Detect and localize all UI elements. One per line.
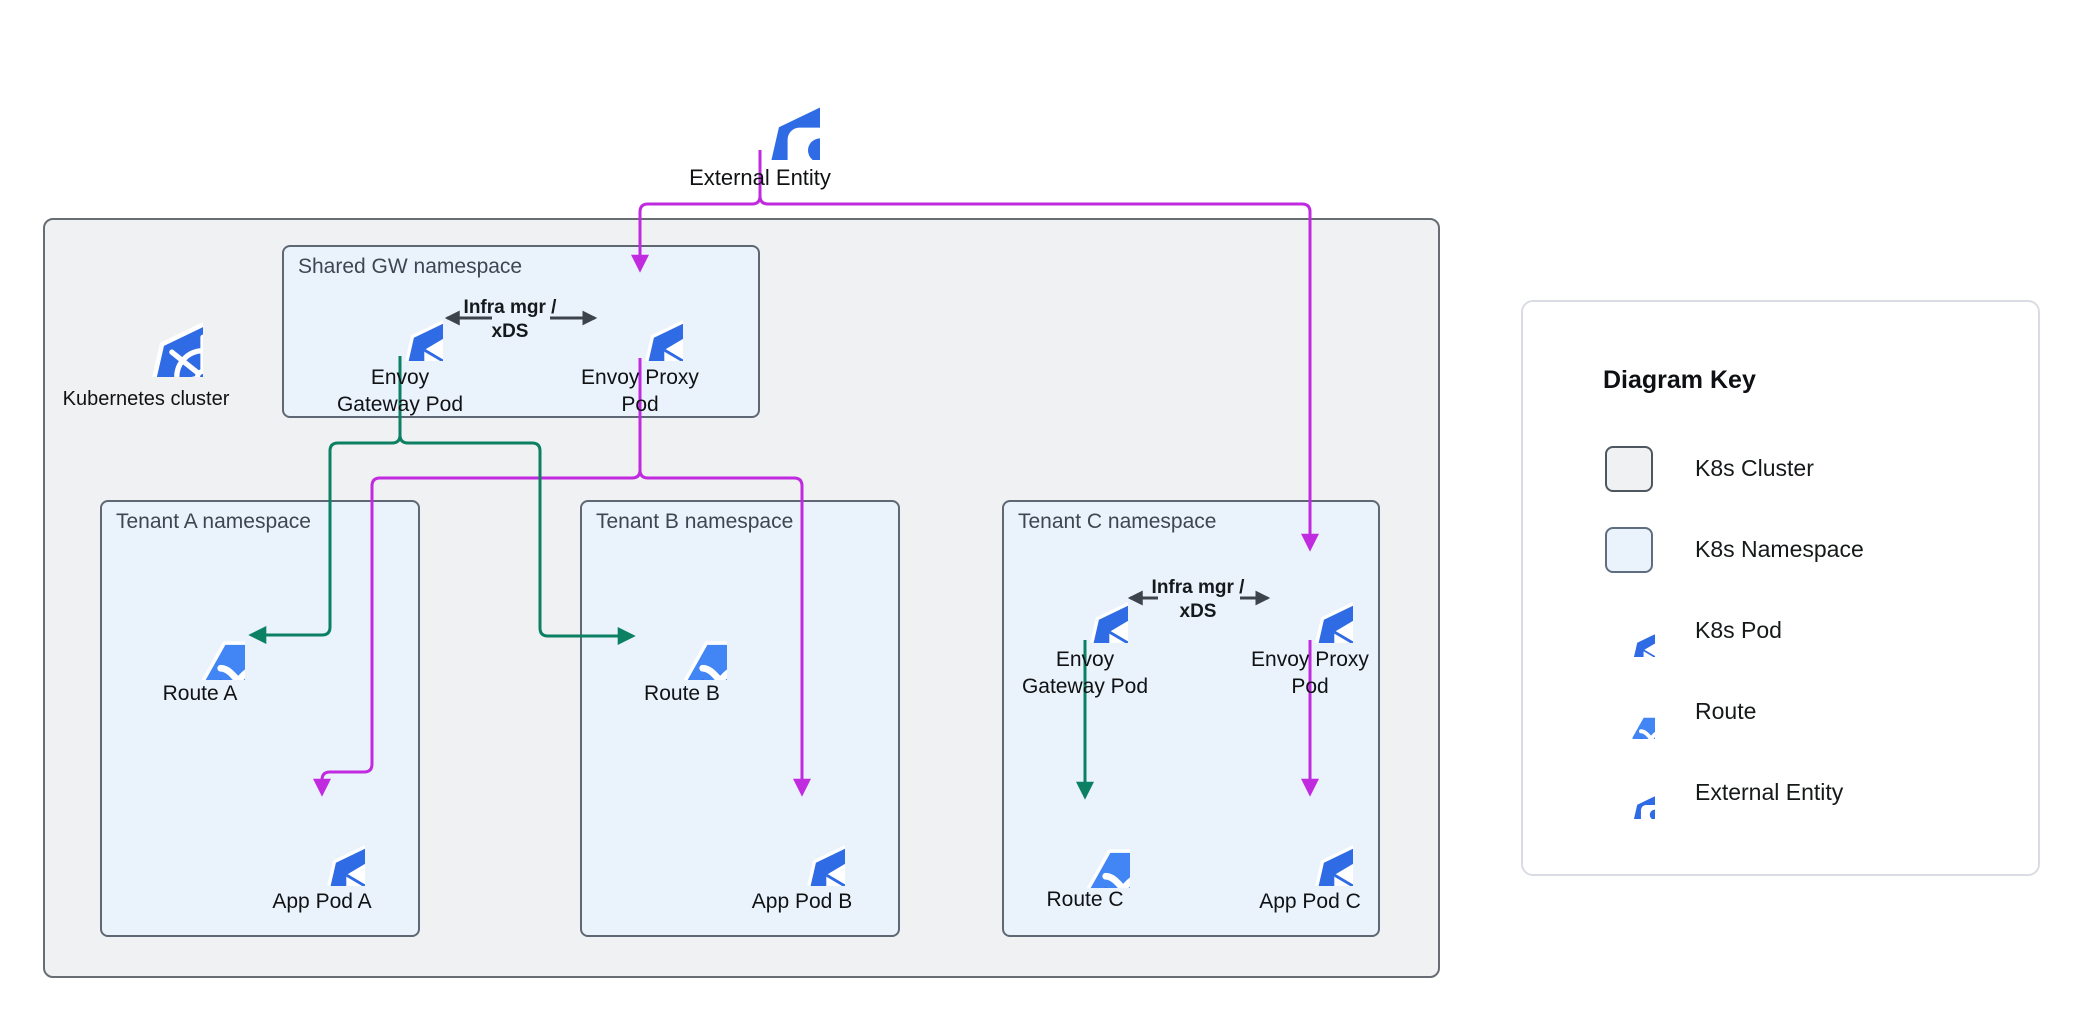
external-entity-icon [1603,767,1655,819]
diagram-key-panel: Diagram Key K8s Cluster K8s Namespace K8… [1521,300,2040,876]
key-label-pod: K8s Pod [1695,617,1782,643]
external-entity-icon [700,40,820,160]
route-c-label: Route C [1046,888,1124,911]
route-c-node [1040,798,1130,893]
pod-icon [1268,558,1353,643]
pod-icon [1268,801,1353,886]
key-label-route: Route [1695,698,1757,724]
key-row-namespace: K8s Namespace [1603,509,2008,590]
app-pod-b-label: App Pod B [751,890,853,913]
app-pod-c-node [1268,801,1353,891]
key-row-pod: K8s Pod [1603,590,2008,671]
kubernetes-icon [89,263,203,377]
kubernetes-cluster-node [89,263,203,382]
diagram-key-title: Diagram Key [1603,366,1756,394]
pod-icon [1603,605,1655,657]
tenant-a-namespace-box: Tenant A namespace [100,500,420,937]
key-row-external-entity: External Entity [1603,752,2008,833]
shared-proxy-pod-node [598,276,683,366]
tenant-c-proxy-pod-node [1268,558,1353,648]
route-icon [1603,685,1655,739]
tenant-a-namespace-title: Tenant A namespace [116,510,311,533]
route-b-node [637,590,727,685]
kubernetes-cluster-label: Kubernetes cluster [62,388,230,410]
key-label-namespace: K8s Namespace [1695,536,1864,562]
tenant-c-gateway-pod-node [1043,558,1128,648]
app-pod-c-label: App Pod C [1259,890,1361,913]
k8s-cluster-swatch [1605,445,1653,492]
app-pod-b-node [760,801,845,891]
tenant-b-namespace-box: Tenant B namespace [580,500,900,937]
external-entity-label: External Entity [689,165,831,190]
route-icon [1040,798,1130,888]
external-entity-node [700,40,820,165]
pod-icon [760,801,845,886]
shared-gateway-pod-label: Envoy Gateway Pod [336,366,464,416]
tenant-c-gateway-pod-label: Envoy Gateway Pod [1021,648,1149,698]
pod-icon [1043,558,1128,643]
tenant-c-proxy-pod-label: Envoy Proxy Pod [1251,648,1369,698]
route-a-node [155,590,245,685]
key-label-cluster: K8s Cluster [1695,455,1814,481]
shared-gw-namespace-title: Shared GW namespace [298,255,523,278]
shared-xds-link-label: Infra mgr / xDS [463,297,557,342]
tenant-b-namespace-title: Tenant B namespace [596,510,794,533]
route-icon [155,590,245,680]
tenant-c-namespace-title: Tenant C namespace [1018,510,1217,533]
shared-proxy-pod-label: Envoy Proxy Pod [581,366,699,416]
key-row-route: Route [1603,671,2008,752]
route-a-label: Route A [162,682,238,705]
key-label-external-entity: External Entity [1695,779,1844,805]
k8s-namespace-swatch [1605,526,1653,573]
route-b-label: Route B [644,682,720,705]
key-row-cluster: K8s Cluster [1603,428,2008,509]
route-icon [637,590,727,680]
app-pod-a-node [280,801,365,891]
pod-icon [280,801,365,886]
diagram-key-rows: K8s Cluster K8s Namespace K8s Pod Route … [1603,428,2008,833]
tenant-c-xds-link-label: Infra mgr / xDS [1151,577,1245,622]
pod-icon [598,276,683,361]
app-pod-a-label: App Pod A [272,890,372,913]
